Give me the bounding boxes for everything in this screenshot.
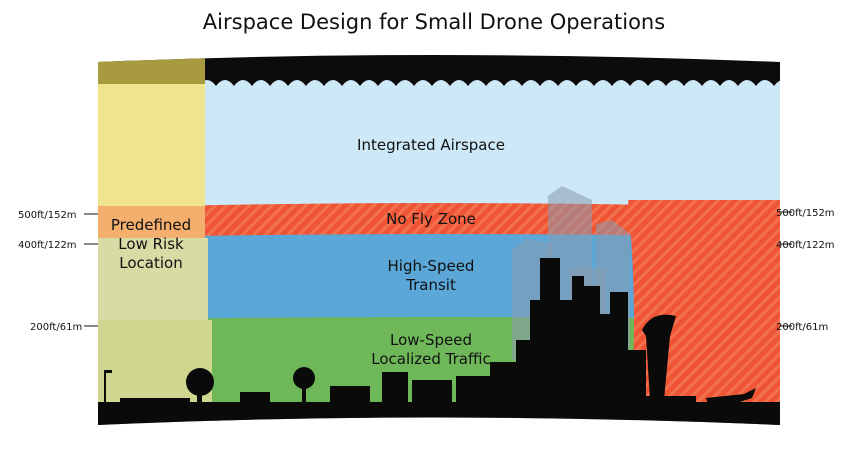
high-speed-label-line2: Transit	[405, 276, 456, 294]
high-speed-label-line1: High-Speed	[388, 257, 475, 275]
integrated-airspace-label: Integrated Airspace	[357, 136, 505, 154]
predefined-zone-nofly	[98, 206, 205, 239]
integrated-airspace-zone	[98, 80, 780, 210]
alt-500-left: 500ft/152m	[18, 210, 77, 221]
low-speed-label-line1: Low-Speed	[390, 331, 472, 349]
alt-400-left: 400ft/122m	[18, 240, 77, 251]
low-speed-label-line2: Localized Traffic	[371, 350, 491, 368]
predefined-label-line3: Location	[119, 254, 182, 272]
alt-200-right: 200ft/61m	[776, 322, 828, 333]
city-silhouette	[98, 258, 780, 425]
no-fly-zone-label: No Fly Zone	[386, 210, 476, 228]
altitude-markers-right	[780, 211, 792, 327]
alt-200-left: 200ft/61m	[30, 322, 82, 333]
altitude-markers-left	[84, 213, 98, 327]
predefined-zone-highspeed	[98, 238, 208, 321]
predefined-label-line1: Predefined	[111, 216, 191, 234]
alt-500-right: 500ft/152m	[776, 208, 835, 219]
page-title: Airspace Design for Small Drone Operatio…	[202, 10, 666, 34]
alt-400-right: 400ft/122m	[776, 240, 835, 251]
predefined-zone-top	[98, 55, 205, 85]
predefined-label-line2: Low Risk	[118, 235, 184, 253]
airport-restricted-zone	[628, 200, 780, 425]
predefined-low-risk-zone	[98, 84, 205, 210]
